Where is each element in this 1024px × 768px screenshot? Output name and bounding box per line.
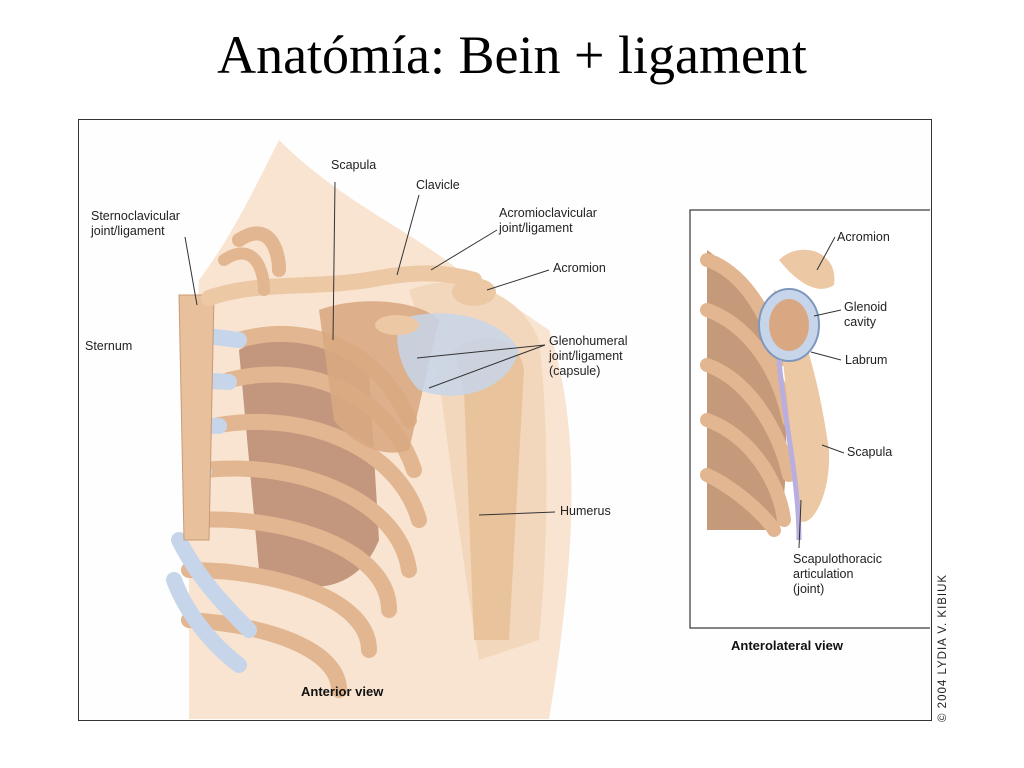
label-glenoid-line1: Glenoid — [844, 300, 888, 314]
label-acromioclavicular: Acromioclavicular joint/ligament — [499, 206, 597, 236]
caption-anterior-view: Anterior view — [301, 684, 384, 699]
anterior-view-art — [166, 140, 572, 719]
label-sternum: Sternum — [85, 339, 133, 353]
label-glenoid-line2: cavity — [844, 314, 876, 329]
label-scapula: Scapula — [331, 158, 377, 172]
shoulder-illustration — [166, 140, 930, 719]
label-sternoclavicular-line2: joint/ligament — [91, 223, 165, 238]
slide-title: Anatómía: Bein + ligament — [217, 25, 807, 85]
label-inset-acromion: Acromion — [837, 230, 890, 244]
anterolateral-leader-lines — [798, 236, 845, 549]
label-sternoclavicular-line1: Sternoclavicular — [91, 209, 180, 223]
anterior-leader-lines — [184, 181, 556, 516]
label-scapulothoracic-line3: (joint) — [793, 581, 825, 596]
label-scapulothoracic: Scapulothoracic articulation (joint) — [793, 552, 882, 596]
anatomy-figure: Scapula Clavicle Sternoclavicular joint/… — [78, 119, 932, 721]
label-acromioclavicular-line1: Acromioclavicular — [499, 206, 597, 220]
label-glenohumeral-line3: (capsule) — [549, 363, 601, 378]
label-scapulothoracic-line2: articulation — [793, 566, 854, 581]
copyright-credit: © 2004 LYDIA V. KIBIUK — [937, 573, 949, 722]
label-labrum: Labrum — [845, 353, 888, 367]
label-acromion: Acromion — [553, 261, 606, 275]
label-glenoid-cavity: Glenoid cavity — [844, 300, 887, 330]
label-inset-scapula: Scapula — [847, 445, 893, 459]
label-glenohumeral: Glenohumeral joint/ligament (capsule) — [549, 334, 628, 378]
label-glenohumeral-line1: Glenohumeral — [549, 334, 628, 348]
caption-anterolateral-view: Anterolateral view — [731, 638, 843, 653]
label-clavicle: Clavicle — [416, 178, 460, 192]
label-sternoclavicular: Sternoclavicular joint/ligament — [91, 209, 180, 239]
label-humerus: Humerus — [560, 504, 611, 518]
label-acromioclavicular-line2: joint/ligament — [499, 220, 573, 235]
anterolateral-view-art — [700, 249, 835, 541]
label-scapulothoracic-line1: Scapulothoracic — [793, 552, 882, 566]
label-glenohumeral-line2: joint/ligament — [549, 348, 623, 363]
